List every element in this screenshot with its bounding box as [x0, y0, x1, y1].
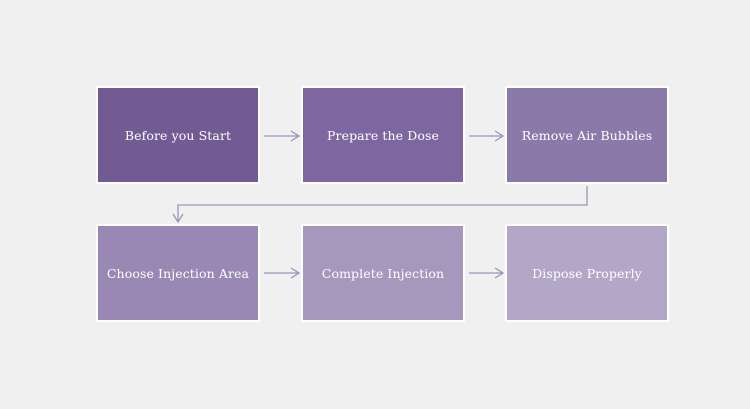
step-label: Choose Injection Area — [106, 265, 250, 281]
step-remove-air-bubbles: Remove Air Bubbles — [505, 86, 669, 184]
step-label: Dispose Properly — [532, 265, 642, 281]
step-prepare-the-dose: Prepare the Dose — [301, 86, 465, 184]
step-label: Complete Injection — [321, 265, 445, 281]
step-choose-injection-area: Choose Injection Area — [96, 224, 260, 322]
arrow-step2-to-step3 — [469, 130, 505, 142]
step-label: Remove Air Bubbles — [521, 127, 653, 143]
arrow-step4-to-step5 — [264, 267, 301, 279]
step-dispose-properly: Dispose Properly — [505, 224, 669, 322]
step-label: Before you Start — [124, 127, 232, 143]
step-before-you-start: Before you Start — [96, 86, 260, 184]
arrow-step1-to-step2 — [264, 130, 301, 142]
step-complete-injection: Complete Injection — [301, 224, 465, 322]
arrow-step3-to-step4 — [172, 186, 588, 224]
step-label: Prepare the Dose — [327, 127, 439, 143]
arrow-step5-to-step6 — [469, 267, 505, 279]
